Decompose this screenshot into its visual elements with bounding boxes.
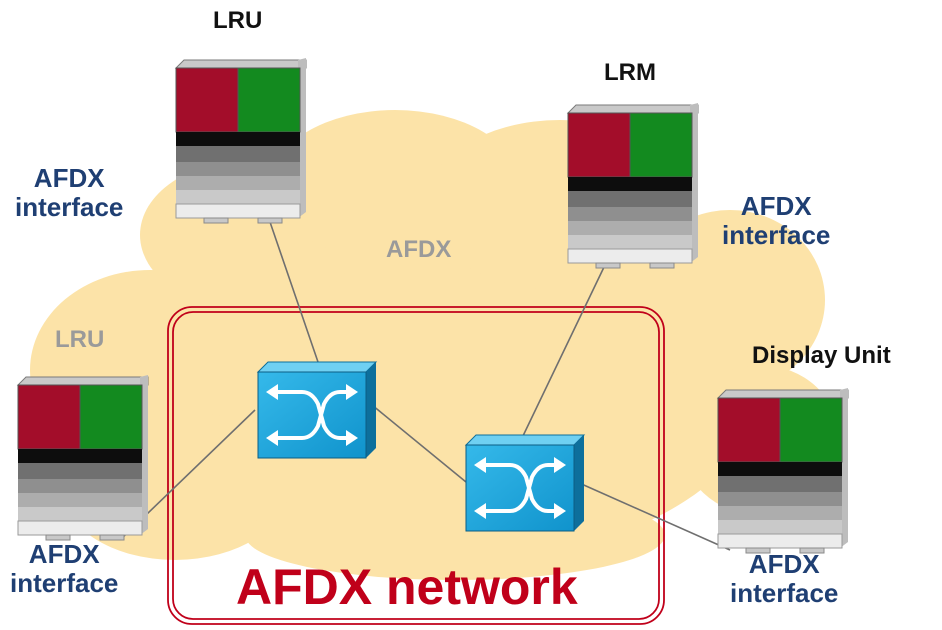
network-label: AFDX network [236,559,578,615]
afdx-network-frame [167,306,665,625]
display-unit-label: Display Unit [752,342,891,369]
lrm-unit-icon [567,102,699,269]
lru-top-unit-icon [175,57,307,224]
cloud-label: AFDX [386,236,452,263]
lru-top-label: LRU [213,7,263,34]
link-switch2-display [576,481,731,551]
lru-left-unit-icon [17,374,149,541]
interface-label-lru-top: AFDX interface [15,163,124,222]
switch-2-icon [464,433,586,533]
interface-label-display: AFDX interface [730,549,839,608]
switch-1-icon [256,360,378,460]
interface-label-lrm: AFDX interface [722,191,831,250]
lru-left-label: LRU [55,326,105,353]
interface-label-lru-left: AFDX interface [10,539,119,598]
link-switch1-switch2 [371,404,467,483]
link-lrm-switch2 [521,264,606,439]
lrm-label: LRM [604,59,656,86]
display-unit-icon [717,387,849,554]
link-lru-top-switch1 [269,221,319,363]
